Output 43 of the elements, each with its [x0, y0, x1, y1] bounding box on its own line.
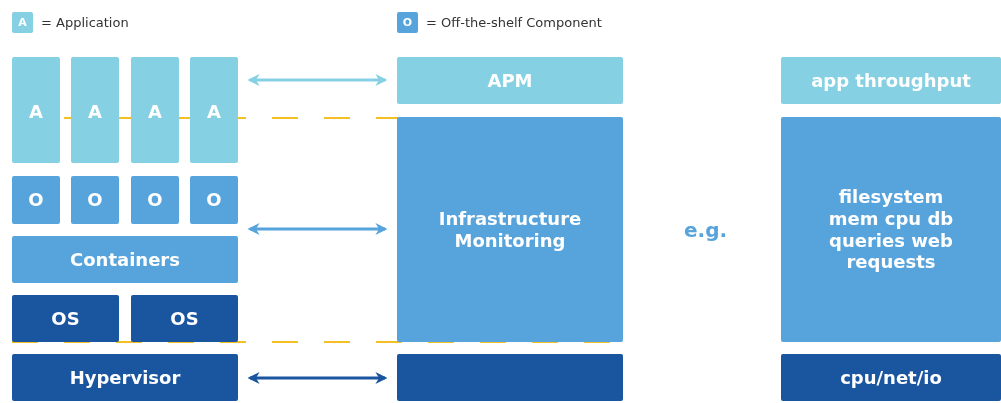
double-arrow [247, 74, 388, 86]
stack-box [12, 295, 119, 342]
example-label: e.g. [684, 218, 728, 242]
box-label: APM [487, 69, 533, 92]
stack-box [190, 57, 238, 163]
empty-box [397, 354, 623, 401]
double-arrow [247, 372, 388, 384]
box-label: filesystem mem cpu db queries web requests [827, 186, 955, 273]
box-label: Hypervisor [69, 366, 181, 389]
box-label: O [147, 189, 163, 211]
box-label: cpu/net/io [840, 366, 942, 389]
stack-box [397, 117, 623, 342]
stack-box [12, 236, 238, 283]
box-label: Infrastructure Monitoring [437, 207, 583, 252]
stack-box [12, 176, 60, 224]
legend-text: = Application [41, 15, 129, 30]
stack-box [781, 57, 1001, 104]
stack-box [781, 117, 1001, 342]
stack-box [131, 176, 179, 224]
box-label: O [28, 189, 44, 211]
stack-box [397, 57, 623, 104]
stack-box [781, 354, 1001, 401]
box-label: O [206, 189, 222, 211]
double-arrow [247, 223, 388, 235]
swatch-letter: A [18, 16, 27, 29]
stack-box [131, 295, 238, 342]
legend-text: = Off-the-shelf Component [426, 15, 602, 30]
box-label: OS [51, 307, 80, 330]
box-label: OS [170, 307, 199, 330]
stack-box [12, 354, 238, 401]
stack-box [71, 176, 119, 224]
box-label: A [207, 101, 221, 123]
stack-box [131, 57, 179, 163]
box-label: app throughput [811, 69, 971, 92]
stack-box [190, 176, 238, 224]
swatch-letter: O [402, 16, 413, 29]
box-label: O [87, 189, 103, 211]
box-label: A [88, 101, 102, 123]
stack-box [12, 57, 60, 163]
box-label: A [29, 101, 43, 123]
box-label: Containers [70, 248, 180, 271]
stack-box [71, 57, 119, 163]
box-label: A [148, 101, 162, 123]
